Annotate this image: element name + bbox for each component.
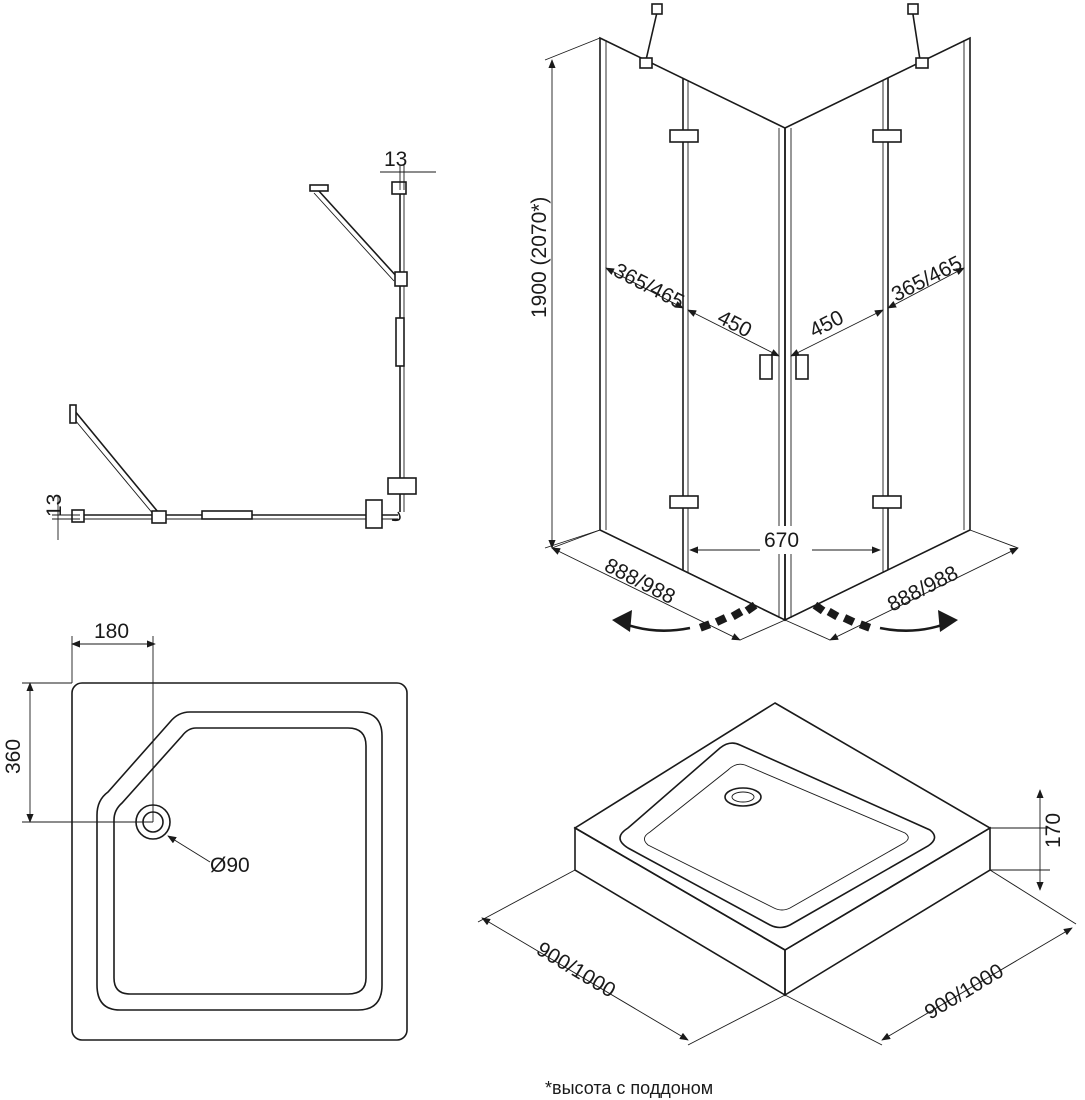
door-swing-arrow-right-icon [812,601,958,632]
tray-plan: 180 360 Ø90 [2,620,408,1041]
door-swing-arrow-left-icon [612,601,758,632]
entry-width-label: 670 [764,529,799,552]
handle-icon [759,354,773,380]
plan-door-right [317,189,399,279]
height-label: 1900 (2070*) [528,197,551,318]
footnote: *высота с поддоном [545,1078,713,1098]
hinge-icon [872,495,902,509]
hinge-icon [669,495,699,509]
right-side-label: 888/988 [884,561,962,616]
handle-icon [795,354,809,380]
tray-height-label: 170 [1042,813,1065,848]
plan-view: 13 13 [43,148,436,540]
left-fixed-width-label: 365/465 [610,259,688,314]
right-fixed-width-label: 365/465 [888,251,966,306]
drain-diameter-label: Ø90 [210,854,250,877]
left-door-width-label: 450 [714,306,756,342]
hinge-icon [669,129,699,143]
tray-3d: 170 900/1000 900/1000 [477,702,1077,1046]
plan-top-gap-label: 13 [384,148,407,171]
enclosure-view: 1900 (2070*) 365/465 450 450 365/465 670… [528,3,1019,641]
tray-left-size-label: 900/1000 [532,938,619,1003]
plan-door-left [73,409,159,513]
tray-right-size-label: 900/1000 [921,959,1008,1024]
plan-left-gap-label: 13 [43,494,66,517]
drain-offset-x-label: 180 [94,620,129,643]
tray-drain-icon [724,787,762,807]
hinge-icon [872,129,902,143]
right-door-width-label: 450 [806,306,848,342]
drain-offset-y-label: 360 [2,739,25,774]
